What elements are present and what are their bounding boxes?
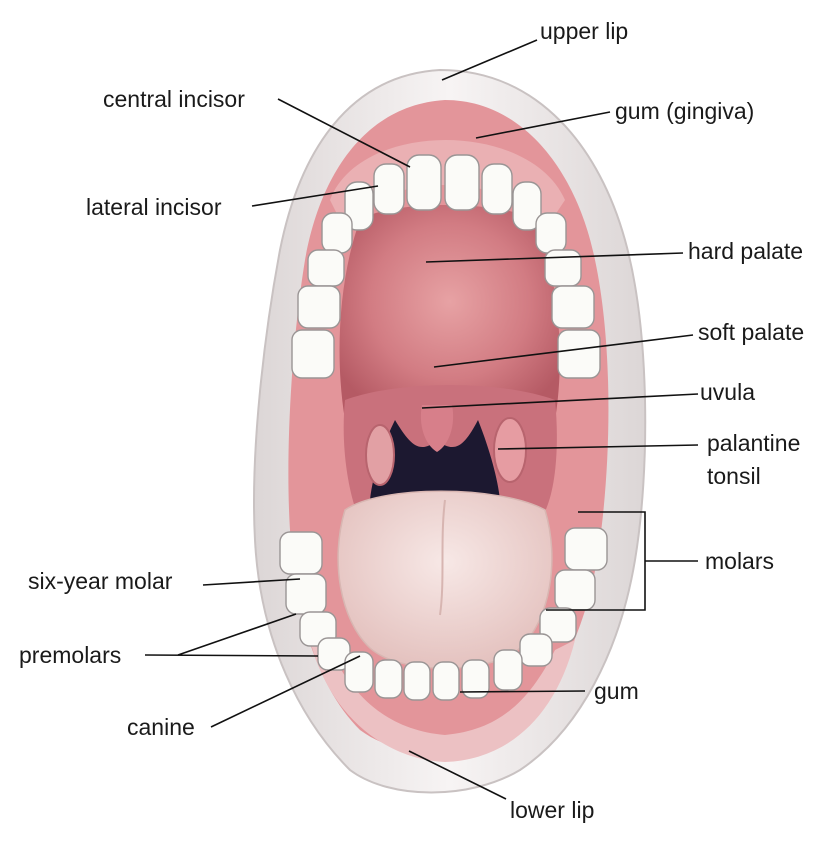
leader-central-incisor [277,98,411,168]
upper-lateral-incisor-right [481,163,513,215]
label-central-incisor: central incisor [103,86,245,112]
leader-uvula [421,393,699,409]
lower-premolar-right-2 [519,633,553,667]
lower-incisor-2 [403,661,431,701]
label-upper-lip: upper lip [540,18,628,44]
upper-canine-right [512,181,542,231]
label-lower-lip: lower lip [510,797,594,823]
label-premolars: premolars [19,642,121,668]
upper-molar-right-1 [551,285,595,329]
leader-premolars-a [177,613,297,656]
lower-canine-right [493,649,523,691]
label-palatine-tonsil-line2: tonsil [707,463,761,489]
leader-lateral-incisor [251,185,379,207]
lower-incisor-3 [432,661,460,701]
leader-six-year-molar [202,578,301,586]
lower-molar-left-2 [279,531,323,575]
label-gum: gum [594,678,639,704]
label-palatine-tonsil-line1: palantine [707,430,800,456]
upper-molar-left-2 [291,329,335,379]
leader-gum [459,690,586,693]
throat-opening [370,420,500,500]
label-six-year-molar: six-year molar [28,568,173,594]
leader-upper-lip [441,39,538,81]
leader-premolars-b [144,654,319,657]
leader-palatine-tonsil [497,444,699,450]
leader-canine [210,655,361,728]
label-lateral-incisor: lateral incisor [86,194,222,220]
label-molars: molars [705,548,774,574]
lower-incisor-1 [374,659,403,699]
leader-lower-lip [408,750,507,800]
uvula [420,405,454,452]
leader-soft-palate [433,334,694,368]
tongue-groove [439,499,446,616]
upper-canine-left [344,181,374,231]
lower-gum [310,640,575,762]
lower-premolar-right-1 [539,607,577,643]
label-gum-gingiva: gum (gingiva) [615,98,754,124]
upper-premolar-left-2 [307,249,345,287]
lower-molar-right-1 [554,569,596,611]
upper-premolar-right-2 [544,249,582,287]
lower-teeth [279,527,608,701]
lower-incisor-4 [461,659,490,699]
lower-canine-left [344,651,374,693]
upper-central-incisor-left [406,154,442,211]
upper-molar-left-1 [297,285,341,329]
upper-premolar-left-1 [321,212,353,254]
label-hard-palate: hard palate [688,238,803,264]
upper-teeth [291,154,601,379]
upper-lateral-incisor-left [373,163,405,215]
label-soft-palate: soft palate [698,319,804,345]
label-canine: canine [127,714,195,740]
upper-molar-right-2 [557,329,601,379]
upper-central-incisor-right [444,154,480,211]
labels: upper lip central incisor gum (gingiva) … [19,18,804,823]
leader-lines [144,39,699,800]
label-uvula: uvula [700,379,755,405]
lower-molar-right-2 [564,527,608,571]
leader-hard-palate [425,252,684,263]
left-tonsil [365,424,395,486]
upper-premolar-right-1 [535,212,567,254]
leader-gum-gingiva [475,111,611,139]
right-tonsil [493,417,527,483]
